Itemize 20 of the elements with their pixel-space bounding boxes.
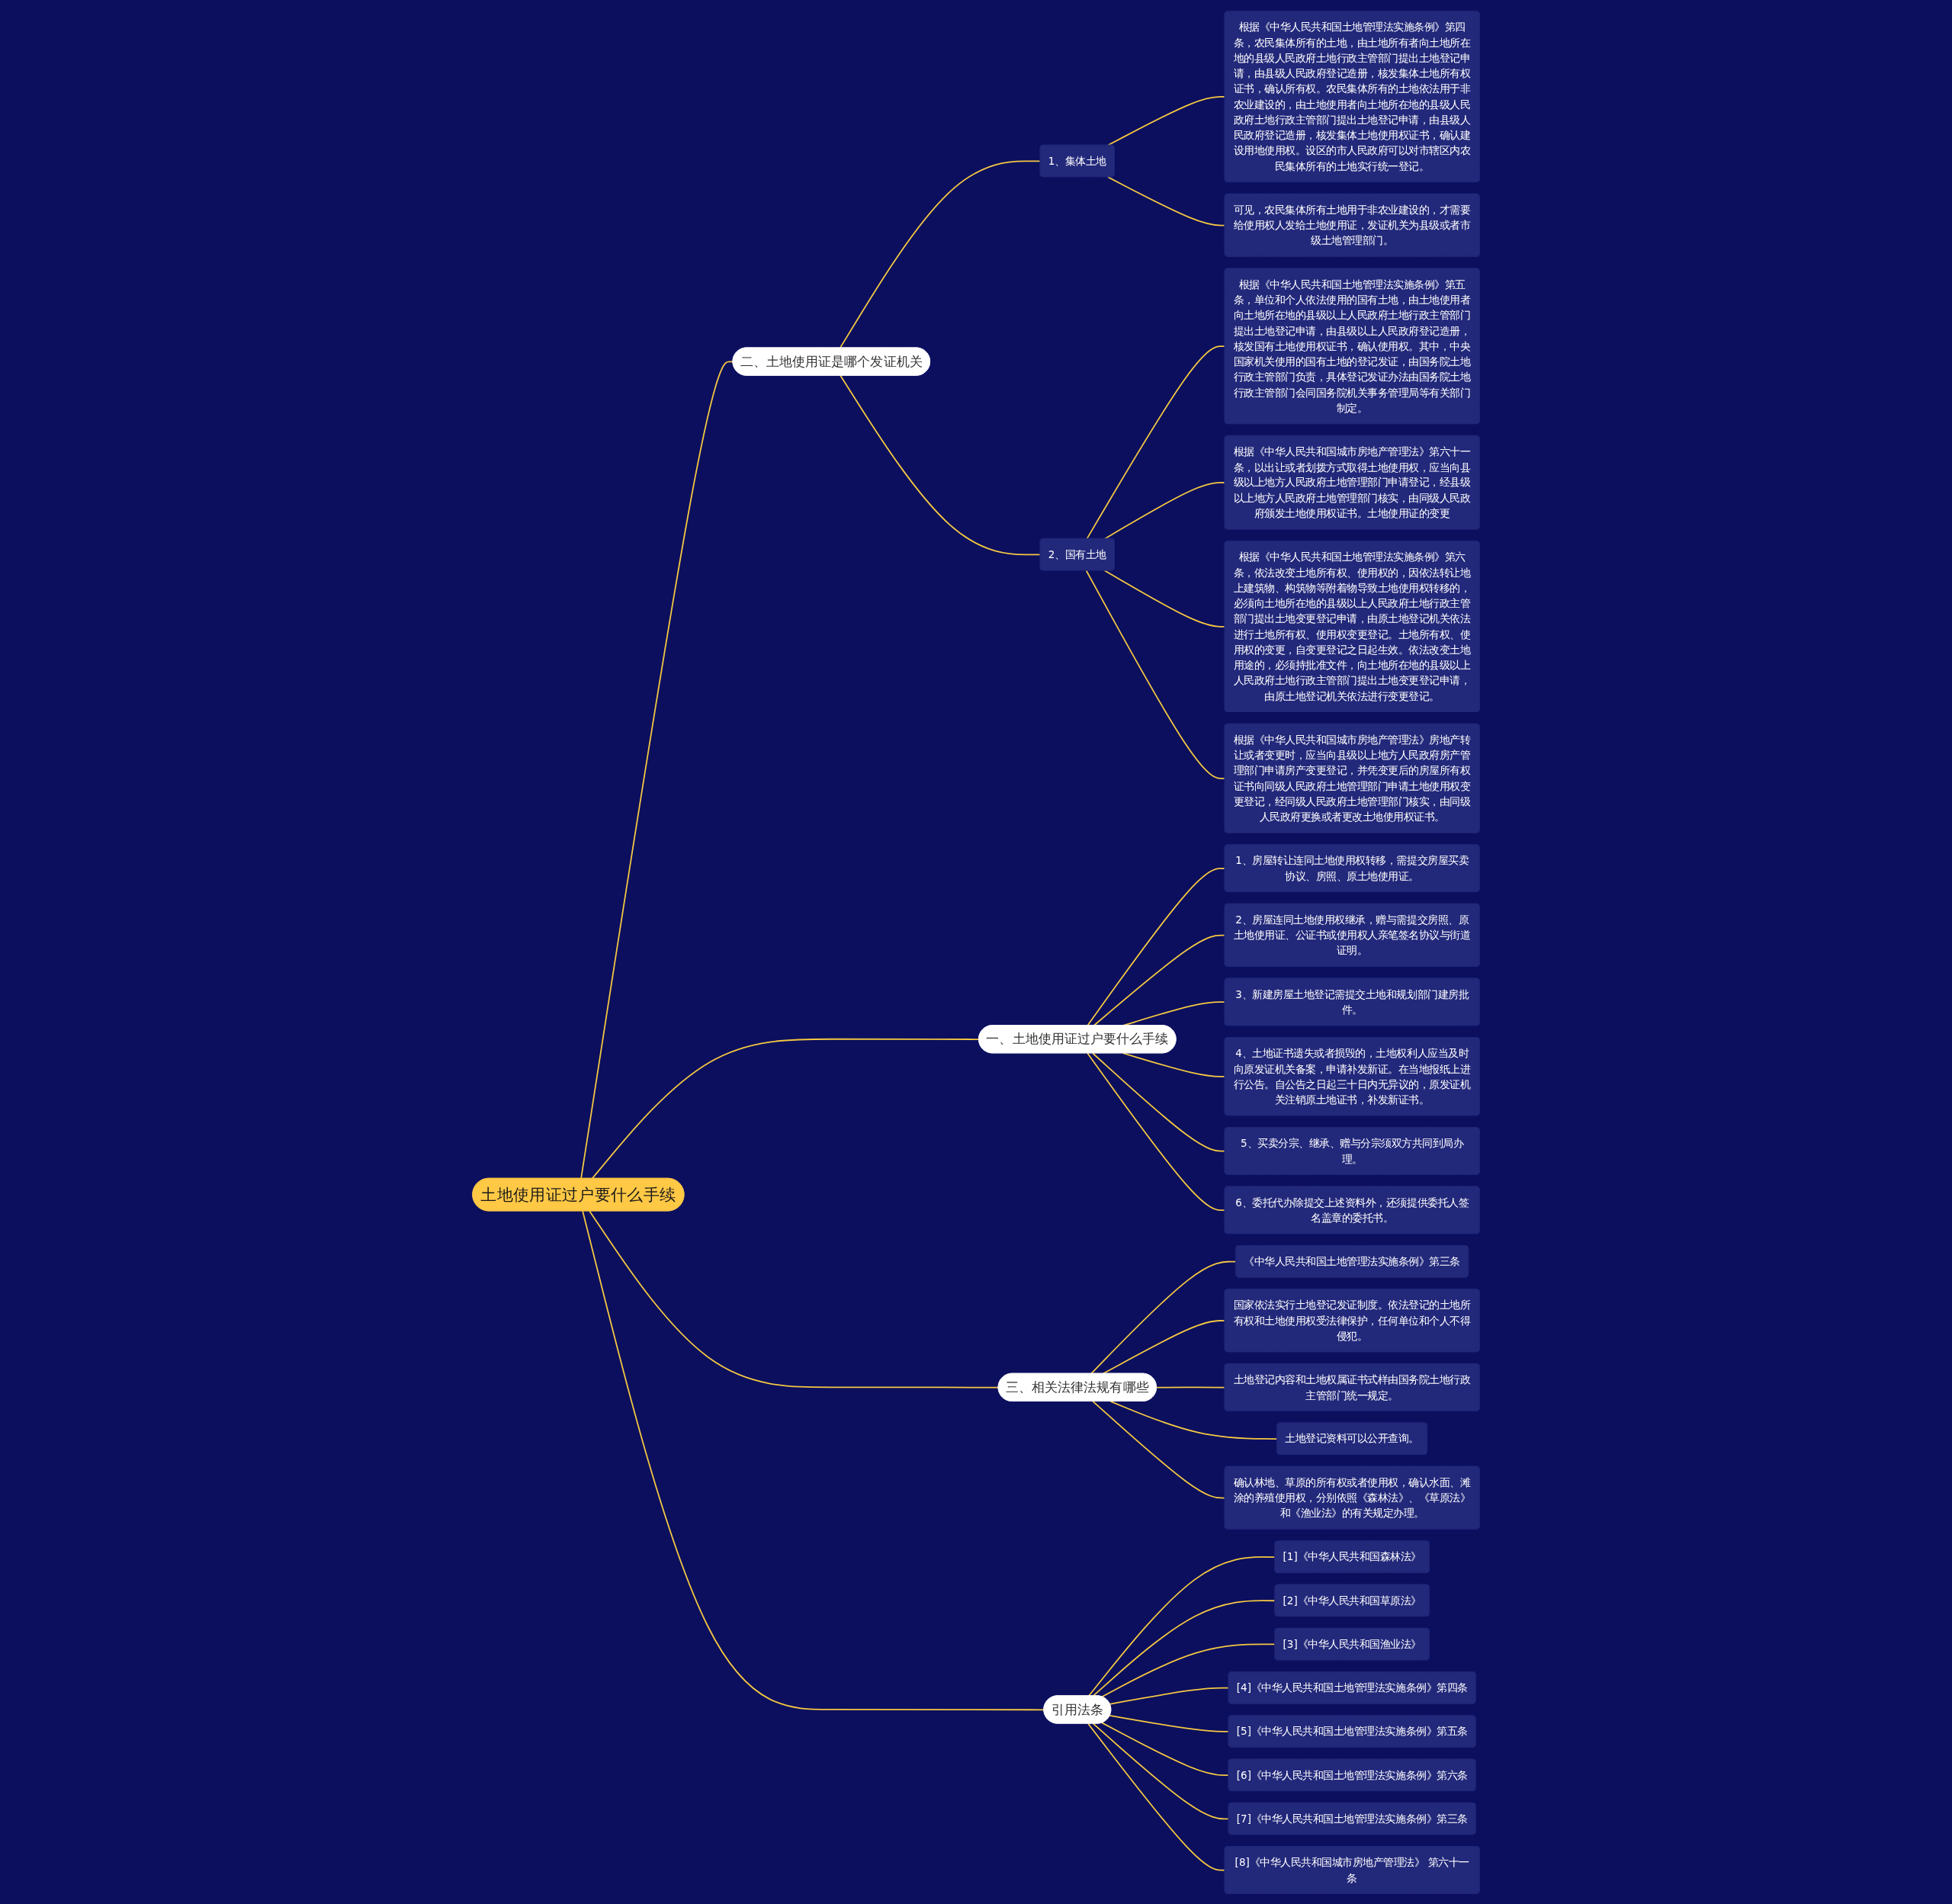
connector — [840, 374, 1042, 555]
connector — [1109, 1714, 1230, 1732]
connector — [1090, 1260, 1237, 1374]
connector — [1122, 1052, 1226, 1077]
connector — [589, 1209, 1000, 1389]
connector — [1092, 1400, 1226, 1498]
connector — [1087, 1723, 1226, 1871]
connector — [839, 159, 1042, 348]
connector — [1109, 1400, 1278, 1440]
connector — [1156, 1386, 1226, 1389]
connector — [1092, 1723, 1230, 1819]
connector — [1103, 569, 1226, 628]
connector — [1109, 1687, 1230, 1705]
connector — [1092, 1052, 1226, 1152]
connector — [1093, 934, 1226, 1026]
connector — [1085, 569, 1226, 779]
connector — [1087, 1052, 1226, 1211]
connector — [1107, 175, 1226, 226]
connector — [1087, 867, 1226, 1026]
connector — [1101, 1721, 1230, 1776]
